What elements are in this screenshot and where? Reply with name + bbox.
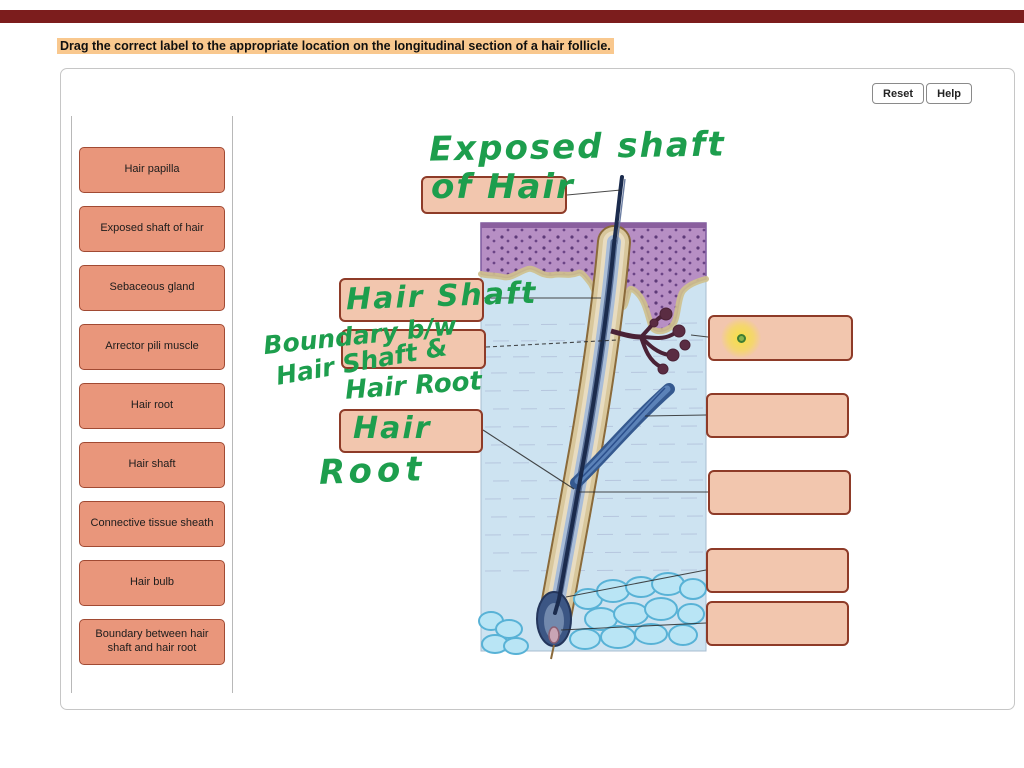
bank-label-boundary-shaft-root[interactable]: Boundary between hair shaft and hair roo… — [79, 619, 225, 665]
instruction-highlight: Drag the correct label to the appropriat… — [57, 38, 614, 54]
bank-label-exposed-shaft-of-hair[interactable]: Exposed shaft of hair — [79, 206, 225, 252]
activity-panel: Reset Help Hair papilla Exposed shaft of… — [60, 68, 1015, 710]
bank-label-sebaceous-gland[interactable]: Sebaceous gland — [79, 265, 225, 311]
bank-label-connective-tissue-sheath[interactable]: Connective tissue sheath — [79, 501, 225, 547]
drop-zone-hair-shaft[interactable] — [339, 278, 484, 322]
bank-label-hair-shaft[interactable]: Hair shaft — [79, 442, 225, 488]
drop-zone-connective-tissue[interactable] — [708, 470, 851, 515]
top-red-bar — [0, 10, 1024, 23]
cursor-dot-icon — [736, 333, 746, 343]
hair-follicle-diagram — [478, 175, 709, 660]
arrector-pili-muscle — [570, 383, 675, 489]
help-button[interactable]: Help — [926, 83, 972, 104]
drop-zone-hair-root[interactable] — [339, 409, 483, 453]
bank-label-hair-bulb[interactable]: Hair bulb — [79, 560, 225, 606]
drop-zone-arrector-pili[interactable] — [706, 393, 849, 438]
instruction-text: Drag the correct label to the appropriat… — [57, 38, 614, 54]
sebaceous-gland — [610, 307, 691, 375]
reset-button[interactable]: Reset — [872, 83, 924, 104]
label-bank: Hair papilla Exposed shaft of hair Sebac… — [71, 116, 233, 693]
hair-shaft-line — [553, 175, 624, 615]
bank-label-hair-papilla[interactable]: Hair papilla — [79, 147, 225, 193]
leader-lines — [482, 189, 709, 631]
adipose-tissue — [478, 572, 707, 655]
diagram-board: Exposed shaft of Hair Hair Shaft Boundar… — [233, 69, 1016, 711]
drop-zone-hair-papilla[interactable] — [706, 601, 849, 646]
drop-zone-exposed-shaft[interactable] — [421, 176, 567, 214]
drop-zone-hair-bulb[interactable] — [706, 548, 849, 593]
bank-label-hair-root[interactable]: Hair root — [79, 383, 225, 429]
drop-zone-boundary[interactable] — [341, 329, 486, 369]
cursor-highlight — [721, 318, 761, 358]
follicle-illustration — [478, 175, 709, 660]
hair-bulb — [536, 591, 572, 660]
bank-label-arrector-pili-muscle[interactable]: Arrector pili muscle — [79, 324, 225, 370]
